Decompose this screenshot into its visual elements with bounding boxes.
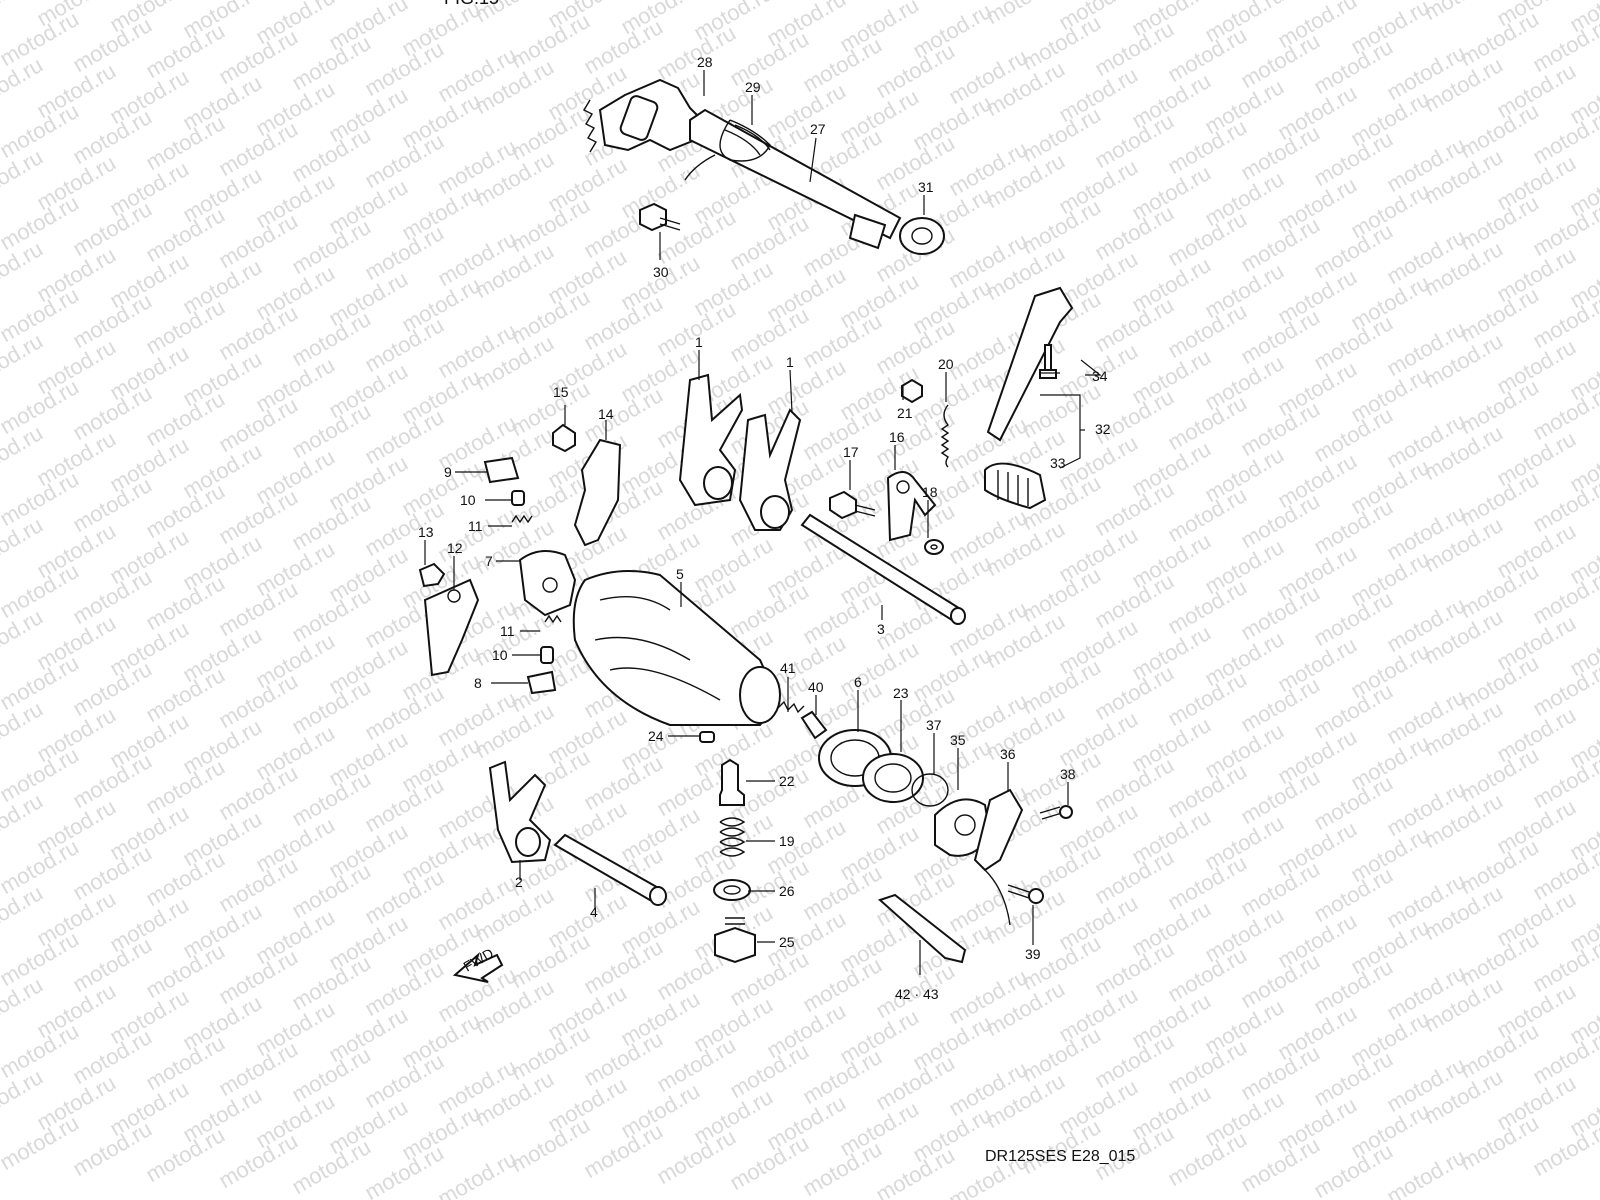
callout-14: 14 <box>598 406 614 422</box>
callout-1a: 1 <box>695 334 703 350</box>
bolt-34 <box>1039 344 1057 379</box>
callout-30: 30 <box>653 264 669 280</box>
spring-11b <box>544 614 562 624</box>
callout-5: 5 <box>676 566 684 582</box>
fork-shaft-3 <box>800 513 966 625</box>
screw-39 <box>1007 884 1044 904</box>
callout-23: 23 <box>893 685 909 701</box>
callout-20: 20 <box>938 356 954 372</box>
callout-18: 18 <box>922 484 938 500</box>
pin-10b <box>540 646 554 664</box>
callout-3: 3 <box>877 621 885 637</box>
cam-stopper-plate-12 <box>423 578 480 677</box>
callout-36: 36 <box>1000 746 1016 762</box>
callout-35: 35 <box>950 732 966 748</box>
callout-1b: 1 <box>786 354 794 370</box>
callout-11b: 11 <box>500 623 515 639</box>
shift-cam-5 <box>572 570 781 726</box>
bolt-17 <box>829 490 876 520</box>
callout-39: 39 <box>1025 946 1041 962</box>
callout-13: 13 <box>418 524 434 540</box>
cam-guide-14 <box>573 438 622 547</box>
callout-31: 31 <box>918 179 934 195</box>
spring-11a <box>511 514 533 524</box>
gasket-26 <box>713 879 751 901</box>
callout-7: 7 <box>485 553 493 569</box>
callout-6: 6 <box>854 674 862 690</box>
callout-24: 24 <box>648 728 664 744</box>
callout-16: 16 <box>889 429 905 445</box>
callout-4: 4 <box>590 904 598 920</box>
pin-24 <box>699 731 715 743</box>
callout-29: 29 <box>745 79 761 95</box>
callout-12: 12 <box>447 540 463 556</box>
diagram-code: DR125SES E28_015 <box>985 1148 1136 1165</box>
contact-40 <box>800 710 828 740</box>
screw-15 <box>552 423 576 453</box>
callout-10a: 10 <box>460 492 476 508</box>
callout-2: 2 <box>515 874 523 890</box>
callout-38: 38 <box>1060 766 1076 782</box>
washer-18 <box>924 539 944 555</box>
callout-27: 27 <box>810 121 826 137</box>
callout-28: 28 <box>697 54 713 70</box>
figure-title-fragment: FIG.15 <box>444 0 499 9</box>
callout-33: 33 <box>1050 455 1066 471</box>
callout-41: 41 <box>780 660 796 676</box>
callout-26: 26 <box>779 883 795 899</box>
cam-driven-gear-7 <box>518 550 577 617</box>
callout-22: 22 <box>779 773 795 789</box>
callout-9: 9 <box>444 464 452 480</box>
callout-15: 15 <box>553 384 569 400</box>
bolt-21 <box>901 378 923 404</box>
callout-10b: 10 <box>492 647 508 663</box>
stopper-16 <box>886 471 937 542</box>
spring-41 <box>777 700 805 714</box>
shift-fork-1b <box>738 408 802 531</box>
fork-shaft-4 <box>553 833 667 906</box>
callout-34: 34 <box>1092 368 1108 384</box>
guide-42-43 <box>878 893 967 964</box>
forward-arrow: FWD <box>452 945 504 983</box>
stopper-bolt-30 <box>639 202 681 232</box>
callout-42-43: 42 · 43 <box>895 986 939 1002</box>
neutral-switch-23 <box>862 753 924 803</box>
pawl-8 <box>526 670 557 695</box>
callout-32: 32 <box>1095 421 1111 437</box>
callout-labels: 28 29 27 31 30 1 1 20 21 16 17 18 34 32 … <box>418 54 1111 1002</box>
oil-seal-31 <box>899 217 945 255</box>
gearshift-lever-32 <box>984 286 1074 510</box>
callout-19: 19 <box>779 833 795 849</box>
callout-17: 17 <box>843 444 859 460</box>
pawl-9 <box>483 456 520 484</box>
callout-11a: 11 <box>468 518 483 534</box>
callout-37: 37 <box>926 717 942 733</box>
callout-40: 40 <box>808 679 824 695</box>
shift-fork-2 <box>488 760 552 864</box>
callout-8: 8 <box>474 675 482 691</box>
screw-13 <box>418 562 446 588</box>
shift-fork-1a <box>678 373 744 507</box>
callout-25: 25 <box>779 934 795 950</box>
callout-21: 21 <box>897 405 913 421</box>
cover-36 <box>973 788 1024 926</box>
o-ring-37 <box>911 773 949 807</box>
spring-20 <box>940 404 950 468</box>
leader-lines <box>424 70 1102 975</box>
gearshift-shaft <box>583 78 902 250</box>
bolt-38 <box>1039 805 1073 820</box>
plug-25 <box>714 917 756 964</box>
pin-10a <box>511 490 525 506</box>
spring-19 <box>719 817 746 857</box>
plunger-22 <box>719 758 745 806</box>
